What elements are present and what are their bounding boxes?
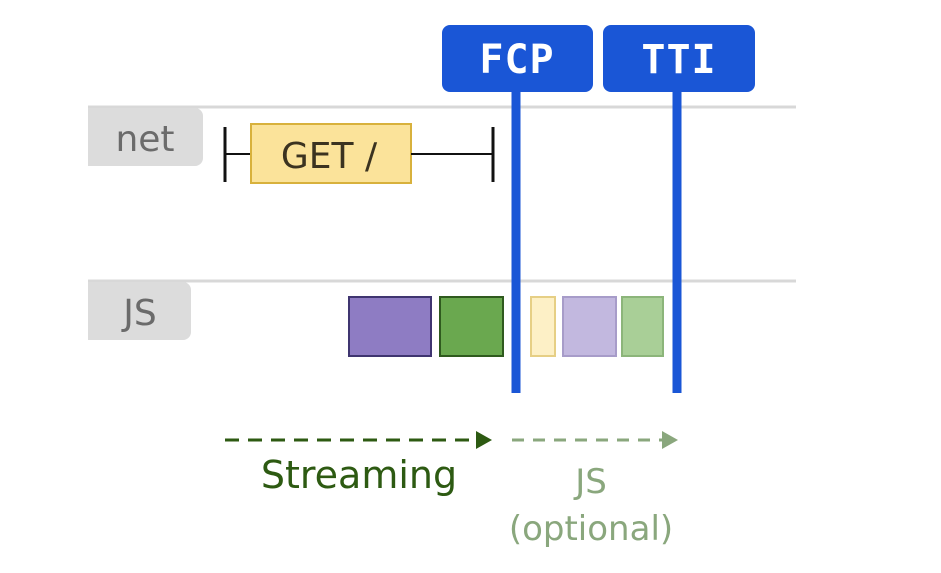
js-task-purple (348, 296, 432, 357)
fcp-marker: FCP (442, 25, 593, 393)
js-lane-tab-corner (88, 282, 118, 340)
js-lane-tab: JS (88, 282, 191, 340)
get-request-box (250, 123, 412, 184)
optional-js-arrow-head (662, 431, 678, 449)
fcp-badge (442, 25, 593, 92)
optional-js-phase: JS (optional) (509, 431, 678, 549)
fcp-label: FCP (479, 37, 554, 83)
optional-js-label: JS (573, 462, 607, 502)
tti-label: TTI (641, 37, 716, 83)
tti-badge (603, 25, 755, 92)
streaming-label: Streaming (261, 453, 457, 497)
tti-marker: TTI (603, 25, 755, 393)
streaming-phase: Streaming (225, 431, 492, 497)
js-lane-label: JS (121, 293, 156, 334)
net-lane-tab: net (88, 108, 203, 166)
js-tasks (348, 296, 664, 357)
net-lane-tab-corner (88, 108, 118, 166)
streaming-arrow-head (476, 431, 492, 449)
js-task-green-optional (621, 296, 664, 357)
net-lane-label: net (115, 119, 174, 160)
js-task-yellow-optional (530, 296, 556, 357)
optional-js-note: (optional) (509, 509, 673, 549)
js-task-purple-optional (562, 296, 617, 357)
get-request-label: GET / (281, 136, 378, 177)
network-request: GET / (223, 123, 495, 184)
js-task-green (439, 296, 504, 357)
